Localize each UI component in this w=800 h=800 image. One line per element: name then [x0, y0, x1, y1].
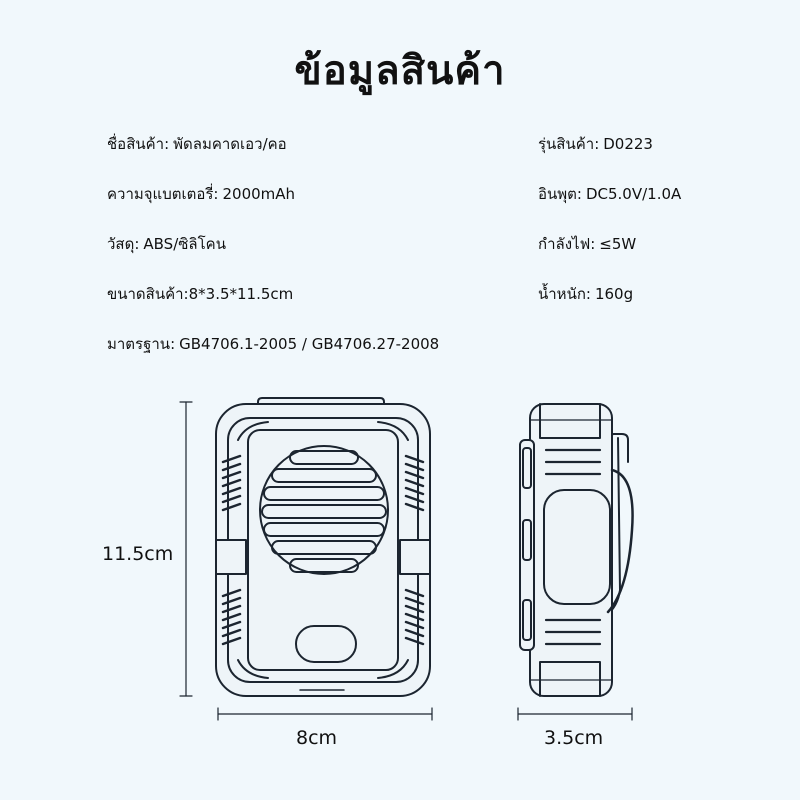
spec-product-name: ชื่อสินค้า:พัดลมคาดเอว/คอ [107, 135, 287, 153]
left-vents [221, 454, 242, 646]
power-button-icon [295, 625, 357, 663]
spec-value: 2000mAh [222, 185, 296, 203]
side-vents [544, 448, 602, 646]
side-view-fan [519, 403, 634, 697]
spec-label: ชื่อสินค้า [107, 135, 165, 153]
spec-material: วัสดุ:ABS/ซิลิโคน [107, 235, 226, 253]
spec-input: อินพุต:DC5.0V/1.0A [538, 185, 682, 203]
front-width-dimension-label: 8cm [296, 727, 338, 749]
spec-label: ความจุแบตเตอรี่ [107, 185, 214, 203]
spec-label: มาตรฐาน [107, 335, 171, 353]
spec-value: ABS/ซิลิโคน [143, 235, 226, 253]
page-title: ข้อมูลสินค้า [294, 48, 506, 94]
fan-grille [259, 445, 389, 575]
spec-label: ขนาดสินค้า [107, 285, 184, 303]
spec-battery-capacity: ความจุแบตเตอรี่:2000mAh [107, 185, 296, 203]
spec-label: กำลังไฟ [538, 235, 591, 253]
front-view-fan [215, 397, 431, 697]
spec-standard: มาตรฐาน:GB4706.1-2005 / GB4706.27-2008 [107, 335, 440, 353]
spec-value: 160g [594, 285, 634, 303]
spec-product-size: ขนาดสินค้า:8*3.5*11.5cm [107, 285, 294, 303]
spec-label: วัสดุ [107, 235, 135, 253]
dimension-lines [179, 401, 633, 721]
spec-power: กำลังไฟ:≤5W [538, 235, 637, 253]
spec-value: ≤5W [599, 235, 637, 253]
spec-model: รุ่นสินค้า:D0223 [538, 135, 653, 153]
spec-value: GB4706.1-2005 / GB4706.27-2008 [179, 335, 440, 353]
spec-label: รุ่นสินค้า [538, 135, 595, 153]
spec-label: น้ำหนัก [538, 285, 586, 303]
spec-value: DC5.0V/1.0A [585, 185, 682, 203]
spec-label: อินพุต [538, 185, 577, 203]
spec-value: 8*3.5*11.5cm [188, 285, 294, 303]
right-vents [404, 454, 425, 646]
spec-value: D0223 [603, 135, 653, 153]
spec-value: พัดลมคาดเอว/คอ [173, 135, 287, 153]
side-width-dimension-label: 3.5cm [544, 727, 604, 749]
height-dimension-label: 11.5cm [102, 543, 174, 565]
spec-weight: น้ำหนัก:160g [538, 285, 634, 303]
